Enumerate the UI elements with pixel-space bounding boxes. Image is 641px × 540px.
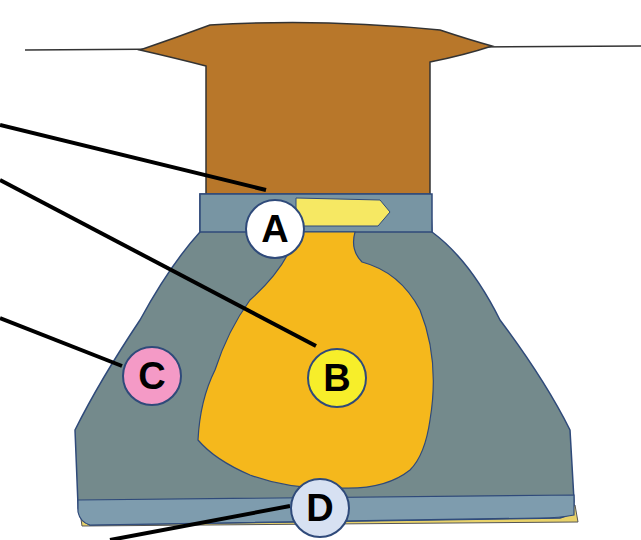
callout-letter: A — [261, 210, 288, 248]
leader-line — [110, 506, 290, 540]
callout-circle: C — [122, 346, 182, 406]
leader-line — [0, 125, 266, 190]
callout-circle: B — [307, 348, 367, 408]
callout-letter: C — [138, 357, 165, 395]
callout-circle: A — [245, 199, 305, 259]
leader-line — [0, 180, 316, 346]
region-a — [296, 198, 390, 226]
region-b — [198, 232, 433, 488]
grey-body — [75, 194, 574, 525]
callout-letter: B — [323, 359, 350, 397]
callout-circle: D — [290, 478, 350, 538]
brown-column — [140, 22, 492, 196]
leader-line — [0, 318, 122, 366]
top-band — [200, 194, 432, 232]
callout-letter: D — [306, 489, 333, 527]
